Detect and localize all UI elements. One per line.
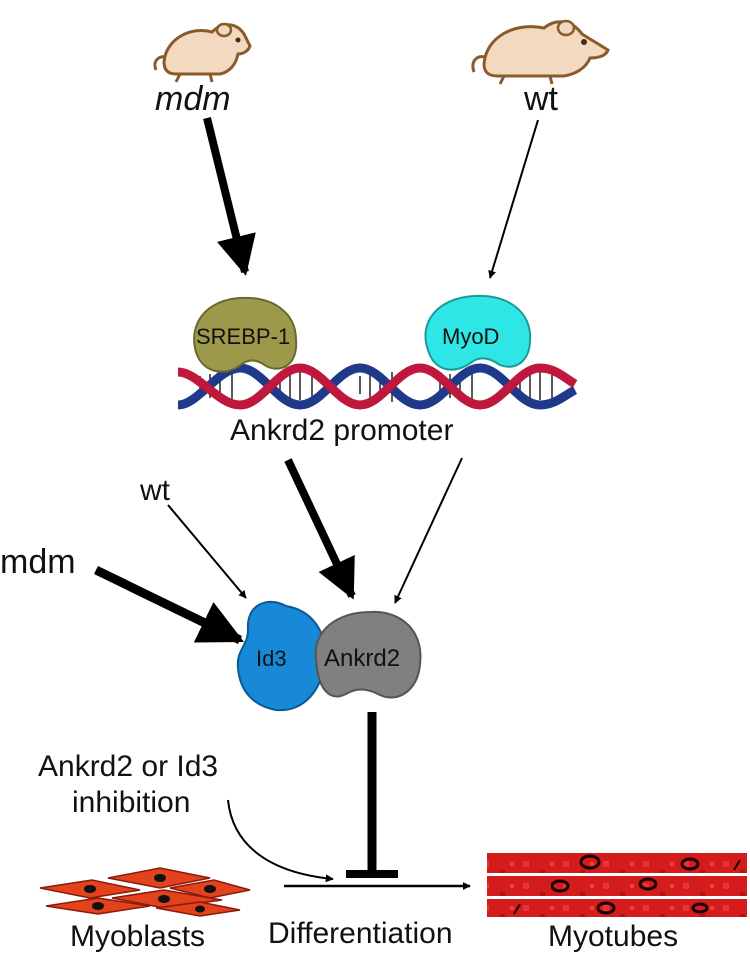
promoter-to-ankrd2-thick-arrow bbox=[284, 458, 356, 600]
differentiation-label: Differentiation bbox=[268, 917, 453, 950]
id3-protein-shape bbox=[236, 601, 327, 712]
inhibition-label-line1: Ankrd2 or Id3 bbox=[38, 750, 218, 783]
ankrd2-promoter-label: Ankrd2 promoter bbox=[230, 414, 453, 447]
inhibition-label-line2: inhibition bbox=[72, 786, 190, 819]
id3-label: Id3 bbox=[256, 646, 287, 671]
myod-label: MyoD bbox=[442, 324, 499, 349]
dna-double-helix-icon bbox=[177, 363, 578, 410]
mdm-to-srebp-arrow bbox=[203, 117, 256, 276]
mouse-icon bbox=[471, 19, 610, 85]
myotube-fiber-icon bbox=[485, 851, 749, 919]
srebp-1-label: SREBP-1 bbox=[196, 324, 290, 349]
srebp-1-protein-shape bbox=[193, 296, 298, 373]
myoblasts-label: Myoblasts bbox=[70, 920, 205, 953]
myotubes-label: Myotubes bbox=[548, 920, 678, 953]
myod-protein-shape bbox=[424, 294, 532, 371]
wt-left-label: wt bbox=[139, 474, 171, 507]
wt-top-label: wt bbox=[523, 80, 559, 118]
ankrd2-protein-shape bbox=[314, 610, 422, 699]
mdm-top-label: mdm bbox=[155, 80, 231, 118]
mouse-icon bbox=[153, 22, 252, 83]
mdm-left-label-arrow bbox=[94, 565, 245, 645]
wt-left-label-arrow bbox=[167, 504, 247, 599]
mdm-left-label: mdm bbox=[0, 543, 76, 581]
wt-to-myod-arrow bbox=[488, 119, 539, 279]
promoter-to-ankrd2-thin-arrow bbox=[394, 457, 463, 604]
ankrd2-label: Ankrd2 bbox=[324, 645, 400, 672]
myoblast-cell-icon bbox=[39, 867, 251, 917]
inhibition-curve-arrow bbox=[227, 799, 334, 883]
